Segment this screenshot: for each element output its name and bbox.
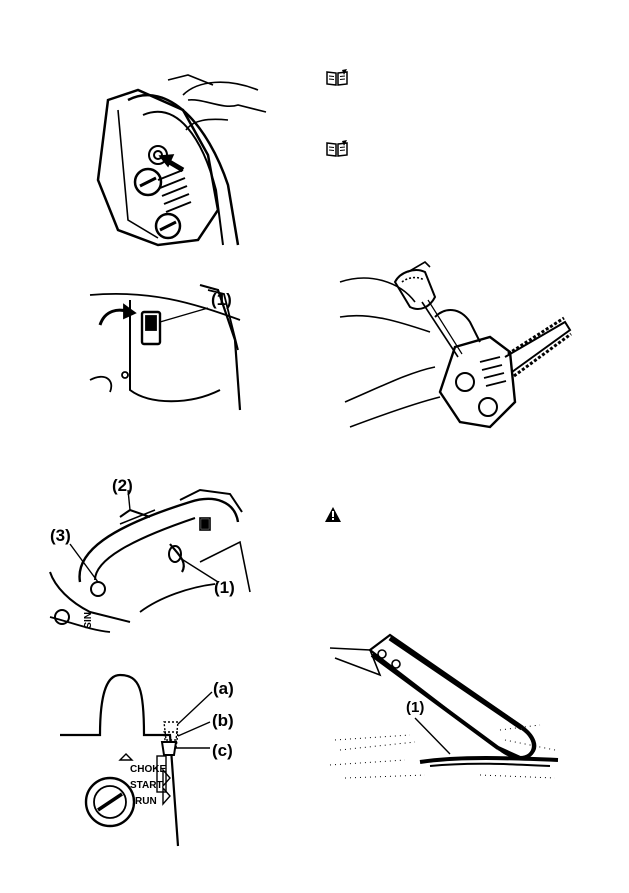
- kickback-label-1: (1): [406, 700, 424, 715]
- book-note-icon: [326, 140, 348, 157]
- switch-label-1: (1): [211, 291, 232, 308]
- throttle-handle-illustration: NIS (2) (3) (1): [50, 472, 250, 632]
- kickback-illustration: (1): [330, 630, 560, 788]
- choke-label-c: (c): [212, 742, 233, 759]
- starting-illustration: [340, 262, 570, 434]
- choke-label-a: (a): [213, 680, 234, 697]
- handle-label-3: (3): [50, 527, 71, 544]
- book-note-icon: [326, 69, 348, 86]
- handle-label-2: (2): [112, 477, 133, 494]
- choke-lever-illustration: CHOKE START RUN (a) (b) (c): [60, 670, 250, 846]
- svg-text:NIS: NIS: [81, 612, 92, 629]
- choke-position-start: START: [130, 780, 163, 791]
- choke-position-choke: CHOKE: [130, 764, 166, 775]
- choke-label-b: (b): [212, 712, 234, 729]
- warning-triangle-icon: [325, 507, 341, 522]
- handle-label-1: (1): [214, 579, 235, 596]
- primer-illustration: [88, 70, 270, 250]
- choke-position-run: RUN: [135, 796, 157, 807]
- stop-switch-illustration: (1): [90, 280, 250, 412]
